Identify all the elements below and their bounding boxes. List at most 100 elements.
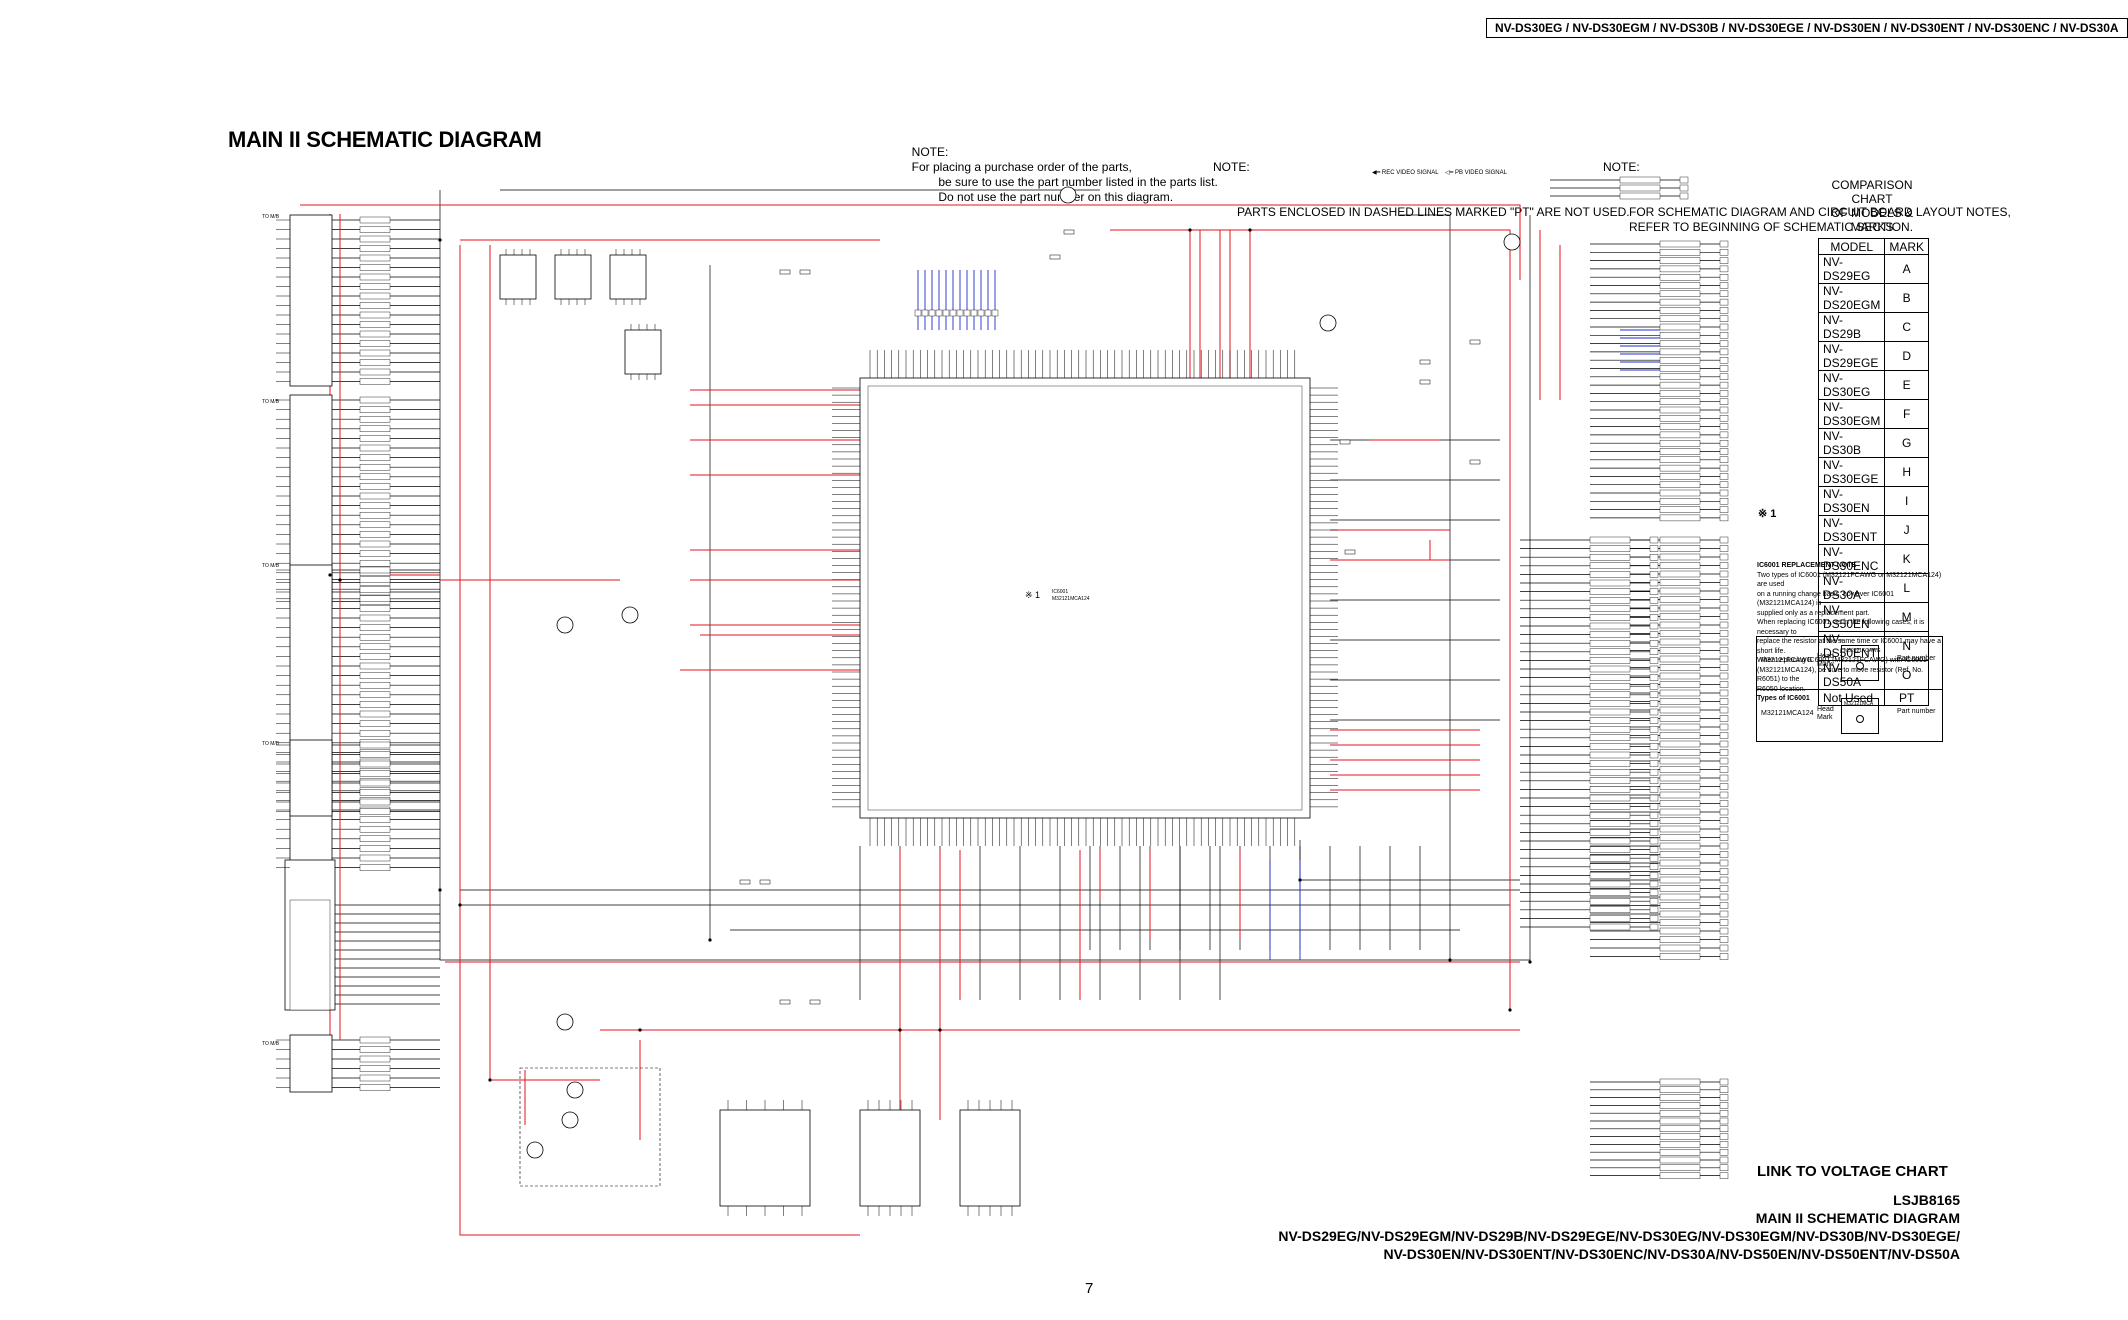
right-connector-c-box [1659,1102,1701,1109]
test-point-pins [289,899,331,1011]
ic-chip-icon: M32121MCA [1841,698,1879,734]
junction-dot [638,1028,642,1032]
junction-dot [1248,228,1252,232]
right-connector-b-box [1659,672,1701,680]
small-ic-2 [609,254,647,300]
resistor-icon [1469,459,1481,465]
mid-connector-pin [1649,906,1659,913]
right-connector-a-box [1659,365,1701,372]
model-cell: NV-DS20EGM [1817,283,1886,313]
resistor-icon [1339,439,1351,445]
right-connector-b-pin [1719,672,1729,680]
right-connector-b-pin [1719,885,1729,892]
note-label: NOTE: [911,145,949,159]
signal-legend: ◀━ REC VIDEO SIGNAL ◁━ PB VIDEO SIGNAL [1372,169,1507,176]
mark-cell: E [1884,370,1930,400]
right-connector-a-pin [1719,431,1729,439]
right-connector-c-pin [1719,1086,1729,1094]
resistor-icon [1344,549,1356,555]
right-connector-b-pin [1719,579,1729,586]
right-connector-b-pin [1719,647,1729,654]
diode-icon [963,309,971,317]
mark-cell: M [1884,602,1930,632]
ic-note-line: replace the resistor at the same time or… [1757,638,1942,655]
table-header-row: MODEL MARK [1817,238,1930,255]
top-connector-box [1619,192,1661,200]
connector-label-box [359,512,391,519]
right-connector-b-pin [1719,902,1729,909]
right-connector-a-box [1659,456,1701,463]
mid-connector-pin [1649,622,1659,630]
right-connector-b-box [1659,766,1701,773]
right-connector-b-pin [1719,936,1729,943]
right-connector-b-box [1659,715,1701,722]
connector-label-box [359,798,391,806]
connector-label-box [359,682,391,689]
ic-chip-icon: M32121FCAWG [1841,645,1881,681]
ic-note-line: (M32121MCA124), be sure to move resistor… [1757,666,1924,684]
mid-connector-box [1589,760,1631,767]
right-connector-a-pin [1719,423,1729,430]
mid-connector-box [1589,820,1631,827]
right-connector-b-pin [1719,944,1729,952]
connector-label-box [359,464,391,471]
right-connector-b-box [1659,562,1701,569]
right-connector-b-pin [1719,842,1729,850]
right-connector-b-box [1659,953,1701,960]
mid-connector-pin [1649,708,1659,716]
right-connector-a-box [1659,257,1701,264]
resistor-icon [1469,339,1481,345]
transistor-icon [1059,186,1077,204]
mark-cell: F [1884,399,1930,429]
power-rail [459,245,860,1236]
right-connector-a-pin [1719,240,1729,248]
junction-dot [708,938,712,942]
diode-icon [914,309,922,317]
footer-models-line1: NV-DS29EG/NV-DS29EGM/NV-DS29B/NV-DS29EGE… [1278,1228,1960,1244]
connector-label-4: TO M/B [262,741,280,747]
right-connector-a-pin [1719,440,1729,447]
mid-connector-pin [1649,751,1659,759]
resistor-icon [779,999,791,1005]
header-model: MODEL [1817,238,1886,255]
connector-label-box [359,624,391,631]
connector-label-box [359,1055,391,1063]
mark-cell: B [1884,283,1930,313]
right-connector-c-box [1659,1094,1701,1101]
connector-label-box [359,760,391,768]
model-cell: Not Used [1817,689,1886,706]
right-connector-b-pin [1719,919,1729,926]
diode-icon [970,309,978,317]
transistor-icon [556,616,574,634]
connector-cn-e [289,1034,333,1093]
connector-label-box [359,643,391,650]
right-connector-b-pin [1719,587,1729,595]
right-connector-c-box [1659,1133,1701,1140]
ic-note-line: When replacing IC6001, as in the followi… [1757,619,1925,636]
mid-connector-box [1589,683,1631,690]
right-connector-a-box [1659,406,1701,414]
mid-connector-pin [1649,683,1659,690]
mid-connector-box [1589,794,1631,802]
link-to-voltage-chart[interactable]: LINK TO VOLTAGE CHART [1757,1163,1948,1180]
connector-label-box [359,550,391,557]
note-schematic-layout: NOTE: FOR SCHEMATIC DIAGRAM AND CIRCUIT … [1603,130,2011,250]
mid-connector-pin [1649,597,1659,604]
mid-connector-box [1589,726,1631,733]
right-connector-b-box [1659,545,1701,552]
mid-connector-pin [1649,674,1659,681]
mid-connector-pin [1649,657,1659,664]
right-connector-a-box [1659,240,1701,248]
transistor-icon [621,606,639,624]
mid-connector-box [1589,855,1631,862]
right-connector-b-pin [1719,621,1729,629]
right-connector-b-pin [1719,783,1729,790]
right-connector-a-box [1659,282,1701,289]
connector-cn-a [289,214,333,387]
connector-label-box [359,864,391,871]
